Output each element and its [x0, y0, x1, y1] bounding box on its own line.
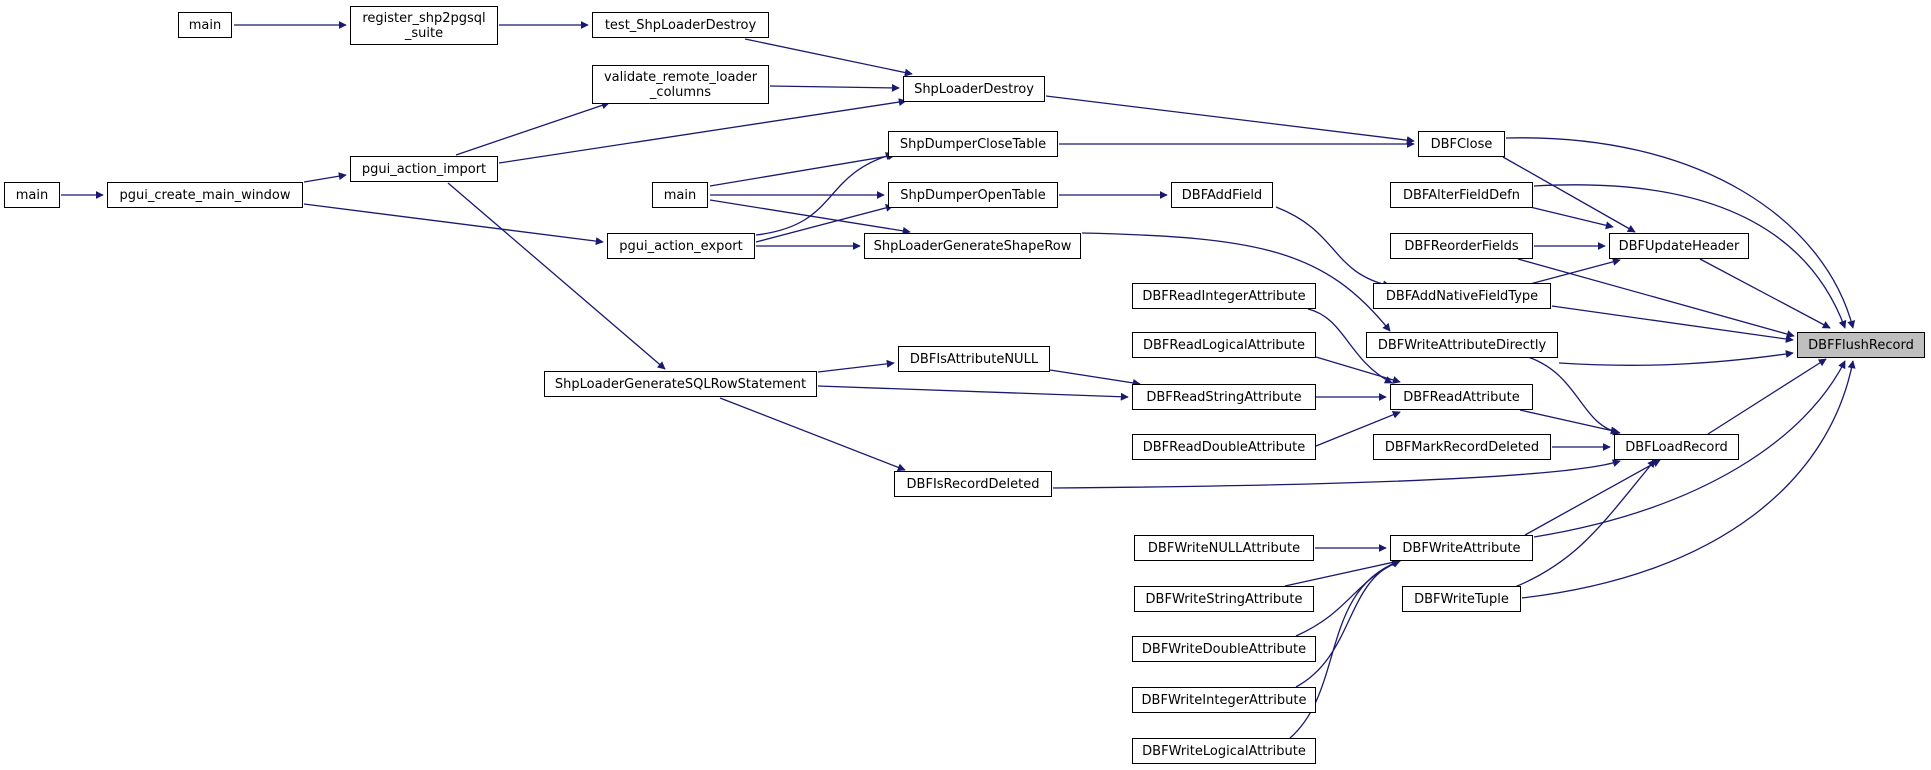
edge-dbfreadintegerattribute-to-dbfreadattribute: [1307, 308, 1393, 384]
edge-pgui-action-export-to-shpdumperclosetable: [755, 152, 894, 236]
node-dbfupdateheader[interactable]: DBFUpdateHeader: [1609, 233, 1749, 259]
edge-dbfwriteattribute-to-dbfloadrecord: [1524, 459, 1661, 536]
node-dbfaddnativefieldtype[interactable]: DBFAddNativeFieldType: [1373, 283, 1551, 309]
node-dbfloadrecord[interactable]: DBFLoadRecord: [1614, 434, 1739, 460]
node-shpdumperclosetable[interactable]: ShpDumperCloseTable: [888, 131, 1058, 157]
edge-dbfalterfielddefn-to-dbfflushrecord: [1533, 184, 1847, 329]
node-dbfreadstringattribute[interactable]: DBFReadStringAttribute: [1132, 384, 1316, 410]
node-dbfwriteintegerattribute[interactable]: DBFWriteIntegerAttribute: [1132, 687, 1316, 713]
node-validate-remote-loader-columns[interactable]: validate_remote_loader _columns: [592, 65, 769, 104]
node-main[interactable]: main: [4, 182, 60, 208]
edge-main-c-to-shpdumperclosetable: [709, 152, 896, 187]
edge-dbfaddnativefieldtype-to-dbfupdateheader: [1529, 257, 1621, 285]
node-register-shp2pgsql-suite[interactable]: register_shp2pgsql _suite: [350, 6, 498, 45]
edge-shploadergenerateshaperow-to-dbfwriteattributedirectly: [1081, 232, 1391, 332]
edge-shploaderdestroy-to-dbfclose: [1045, 95, 1415, 145]
edge-shploadergeneratesqlrowstatement-to-dbfisrecorddeleted: [719, 397, 906, 472]
node-dbfalterfielddefn[interactable]: DBFAlterFieldDefn: [1390, 182, 1533, 208]
node-dbfwriteattributedirectly[interactable]: DBFWriteAttributeDirectly: [1366, 332, 1558, 358]
edge-dbfaddfield-to-dbfaddnativefieldtype: [1275, 206, 1391, 289]
node-dbfreorderfields[interactable]: DBFReorderFields: [1390, 233, 1533, 259]
node-dbfaddfield[interactable]: DBFAddField: [1171, 182, 1273, 208]
node-dbfflushrecord: DBFFlushRecord: [1797, 332, 1925, 358]
node-shpdumperopentable[interactable]: ShpDumperOpenTable: [888, 182, 1058, 208]
edge-dbfwritestringattribute-to-dbfwriteattribute: [1284, 558, 1400, 587]
edge-dbfwriteattributedirectly-to-dbfloadrecord: [1527, 356, 1621, 436]
edge-dbfreorderfields-to-dbfflushrecord: [1517, 258, 1795, 338]
node-shploadergeneratesqlrowstatement[interactable]: ShpLoaderGenerateSQLRowStatement: [544, 371, 817, 397]
edge-dbfisrecorddeleted-to-dbfloadrecord: [1052, 459, 1621, 489]
edge-pgui-action-export-to-shpdumperopentable: [755, 203, 894, 243]
edge-pgui-action-import-to-shploadergeneratesqlrowstatement: [447, 182, 666, 370]
node-dbfwritetuple[interactable]: DBFWriteTuple: [1402, 586, 1521, 612]
edge-dbfclose-to-dbfupdateheader: [1502, 156, 1636, 233]
edge-pgui-create-main-window-to-pgui-action-export: [303, 203, 604, 246]
edge-dbfwritelogicalattribute-to-dbfwriteattribute: [1289, 559, 1401, 739]
node-dbfwritelogicalattribute[interactable]: DBFWriteLogicalAttribute: [1132, 738, 1316, 764]
edge-shploadergeneratesqlrowstatement-to-dbfisattributenull: [817, 359, 895, 373]
node-dbfisattributenull[interactable]: DBFIsAttributeNULL: [898, 346, 1050, 372]
edge-pgui-action-import-to-shploaderdestroy: [498, 98, 907, 164]
node-main[interactable]: main: [652, 182, 708, 208]
edge-dbfreadlogicalattribute-to-dbfreadattribute: [1315, 356, 1401, 384]
edge-shploadergeneratesqlrowstatement-to-dbfreadstringattribute: [817, 385, 1129, 401]
edge-pgui-create-main-window-to-pgui-action-import: [303, 172, 347, 183]
edge-test-shploaderdestroy-to-shploaderdestroy: [744, 38, 913, 77]
edge-dbfreadattribute-to-dbfloadrecord: [1519, 409, 1619, 435]
node-shploadergenerateshaperow[interactable]: ShpLoaderGenerateShapeRow: [864, 233, 1081, 259]
node-dbfwritestringattribute[interactable]: DBFWriteStringAttribute: [1134, 586, 1314, 612]
edge-dbfwritetuple-to-dbfloadrecord: [1514, 459, 1656, 588]
edge-dbfaddnativefieldtype-to-dbfflushrecord: [1551, 305, 1794, 343]
edge-validate-remote-loader-columns-to-shploaderdestroy: [769, 83, 900, 92]
edge-dbfwritetuple-to-dbfflushrecord: [1521, 360, 1856, 599]
node-pgui-create-main-window[interactable]: pgui_create_main_window: [107, 182, 303, 208]
edge-dbfloadrecord-to-dbfflushrecord: [1707, 358, 1827, 435]
edge-dbfreaddoubleattribute-to-dbfreadattribute: [1315, 410, 1401, 447]
node-dbfreadintegerattribute[interactable]: DBFReadIntegerAttribute: [1132, 283, 1316, 309]
node-dbfwriteattribute[interactable]: DBFWriteAttribute: [1390, 535, 1533, 561]
edge-dbfisattributenull-to-dbfreadstringattribute: [1049, 369, 1141, 387]
node-test-shploaderdestroy[interactable]: test_ShpLoaderDestroy: [592, 12, 769, 38]
node-dbfwritenullattribute[interactable]: DBFWriteNULLAttribute: [1134, 535, 1314, 561]
node-dbfmarkrecorddeleted[interactable]: DBFMarkRecordDeleted: [1373, 434, 1551, 460]
node-dbfclose[interactable]: DBFClose: [1418, 131, 1505, 157]
edge-dbfalterfielddefn-to-dbfupdateheader: [1529, 206, 1614, 230]
node-dbfreadattribute[interactable]: DBFReadAttribute: [1390, 384, 1533, 410]
edge-dbfupdateheader-to-dbfflushrecord: [1699, 258, 1831, 329]
node-pgui-action-import[interactable]: pgui_action_import: [350, 156, 498, 182]
edge-dbfwriteintegerattribute-to-dbfwriteattribute: [1295, 559, 1401, 688]
edge-dbfwriteattribute-to-dbfflushrecord: [1533, 360, 1846, 538]
node-dbfwritedoubleattribute[interactable]: DBFWriteDoubleAttribute: [1132, 636, 1316, 662]
edge-dbfwriteattributedirectly-to-dbfflushrecord: [1558, 350, 1794, 366]
edge-pgui-action-import-to-validate-remote-loader-columns: [455, 101, 610, 156]
edge-dbfclose-to-dbfflushrecord: [1505, 137, 1856, 329]
node-dbfisrecorddeleted[interactable]: DBFIsRecordDeleted: [894, 471, 1052, 497]
node-main[interactable]: main: [178, 12, 232, 38]
node-dbfreadlogicalattribute[interactable]: DBFReadLogicalAttribute: [1132, 332, 1316, 358]
node-pgui-action-export[interactable]: pgui_action_export: [607, 233, 755, 259]
node-dbfreaddoubleattribute[interactable]: DBFReadDoubleAttribute: [1132, 434, 1316, 460]
node-shploaderdestroy[interactable]: ShpLoaderDestroy: [903, 76, 1045, 102]
